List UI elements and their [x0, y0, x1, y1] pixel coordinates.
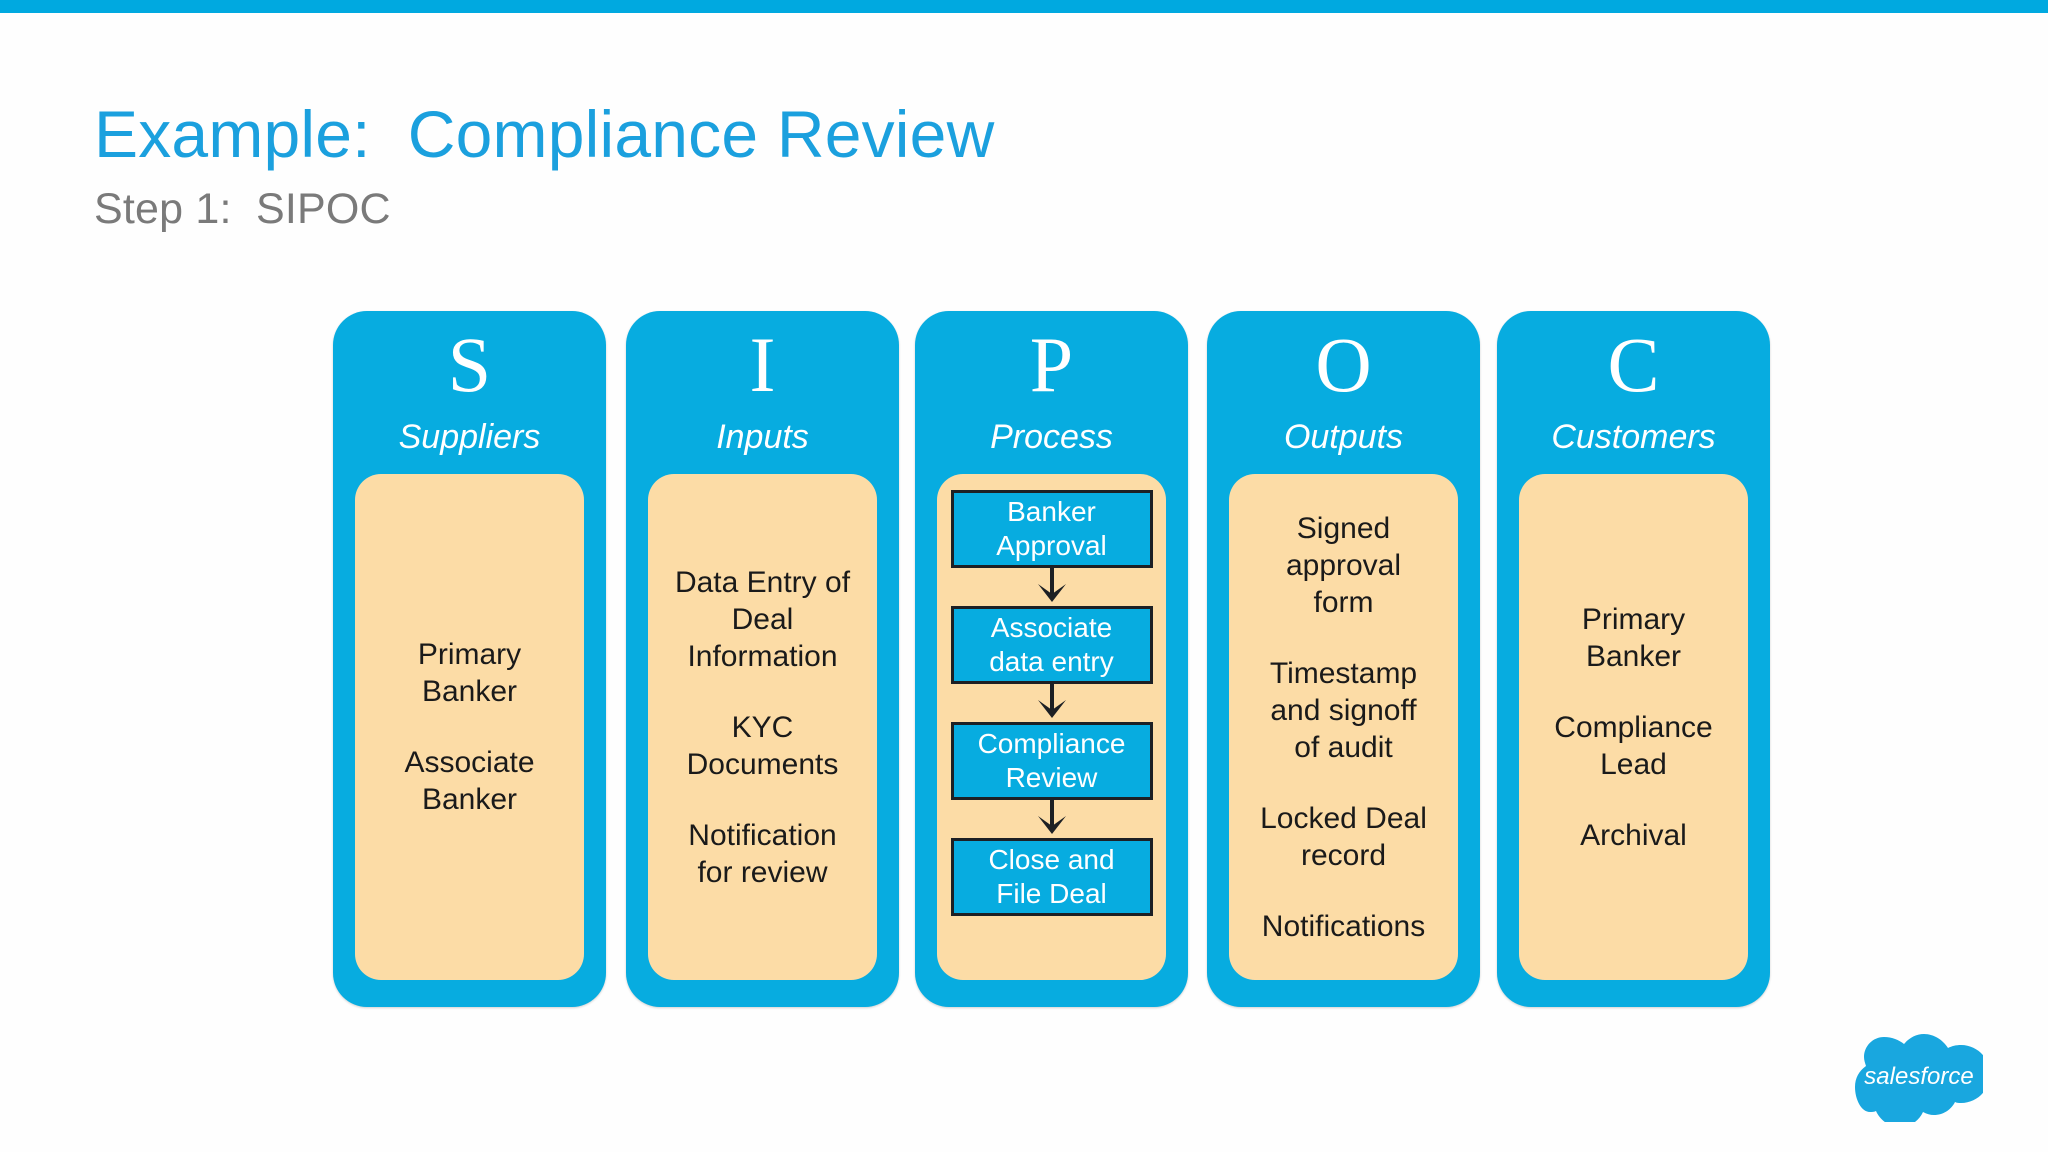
column-label-customers: Customers — [1551, 418, 1716, 456]
list-item: Compliance Lead — [1554, 710, 1713, 781]
sipoc-column-customers: C Customers Primary Banker Compliance Le… — [1497, 311, 1770, 1007]
salesforce-logo: salesforce — [1855, 1034, 1983, 1122]
flow-arrow-down-icon — [1037, 800, 1066, 834]
suppliers-content-card: Primary Banker Associate Banker — [355, 474, 584, 980]
column-letter-i: I — [749, 321, 776, 408]
list-item: Primary Banker — [1581, 602, 1686, 673]
list-item: Associate Banker — [404, 746, 535, 816]
list-item: Locked Deal record — [1260, 801, 1427, 872]
list-item: Data Entry of Deal Information — [674, 565, 851, 673]
page-subtitle: Step 1: SIPOC — [94, 185, 391, 233]
customers-content-card: Primary Banker Compliance Lead Archival — [1519, 474, 1748, 980]
process-step-banker-approval: Banker Approval — [950, 490, 1153, 568]
column-letter-s: S — [447, 321, 492, 408]
list-item: Archival — [1580, 818, 1687, 852]
list-item: Notification for review — [688, 818, 837, 889]
column-letter-c: C — [1607, 321, 1660, 408]
column-label-suppliers: Suppliers — [398, 418, 541, 456]
sipoc-diagram: S Suppliers Primary Banker Associate Ban… — [0, 311, 2048, 1011]
process-step-compliance-review: Compliance Review — [950, 722, 1153, 800]
sipoc-column-outputs: O Outputs Signed approval form Timestamp… — [1207, 311, 1480, 1007]
flow-arrow-down-icon — [1037, 684, 1066, 718]
top-accent-bar — [0, 0, 2048, 13]
inputs-content-card: Data Entry of Deal Information KYC Docum… — [648, 474, 877, 980]
cloud-icon — [1855, 1034, 1983, 1122]
sipoc-column-suppliers: S Suppliers Primary Banker Associate Ban… — [333, 311, 606, 1007]
list-item: Primary Banker — [417, 638, 522, 708]
list-item: Timestamp and signoff of audit — [1269, 656, 1418, 764]
salesforce-wordmark: salesforce — [1864, 1063, 1973, 1090]
outputs-content-card: Signed approval form Timestamp and signo… — [1229, 474, 1458, 980]
page-title: Example: Compliance Review — [94, 97, 995, 171]
column-label-outputs: Outputs — [1283, 418, 1404, 456]
list-item: Notifications — [1261, 909, 1426, 943]
process-content-card: Banker Approval Associate data entry Com… — [937, 474, 1166, 980]
column-label-process: Process — [990, 418, 1113, 456]
process-step-associate-data-entry: Associate data entry — [950, 606, 1153, 684]
list-item: KYC Documents — [686, 710, 839, 781]
column-label-inputs: Inputs — [716, 418, 809, 456]
sipoc-column-inputs: I Inputs Data Entry of Deal Information … — [626, 311, 899, 1007]
column-letter-p: P — [1029, 321, 1074, 408]
flow-arrow-down-icon — [1037, 568, 1066, 602]
list-item: Signed approval form — [1285, 511, 1402, 619]
column-letter-o: O — [1315, 321, 1372, 408]
process-step-close-and-file-deal: Close and File Deal — [950, 838, 1153, 916]
sipoc-column-process: P Process Banker Approval Associate data… — [915, 311, 1188, 1007]
